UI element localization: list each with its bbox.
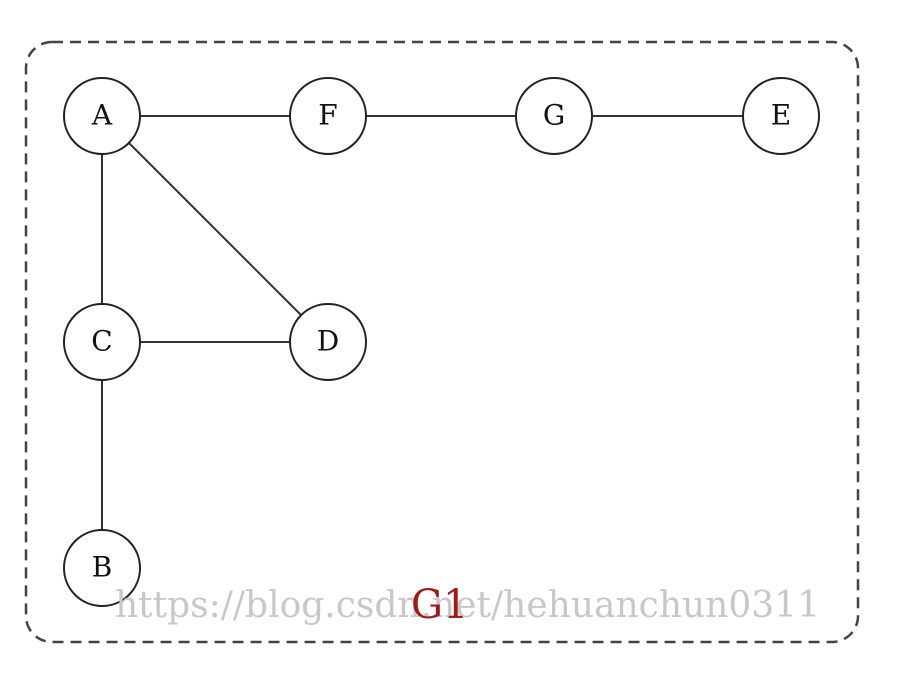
node-label: A bbox=[91, 99, 113, 132]
node-g: G bbox=[515, 77, 593, 155]
node-label: E bbox=[771, 99, 791, 132]
node-a: A bbox=[63, 77, 141, 155]
node-d: D bbox=[289, 303, 367, 381]
nodes-layer: A F G E C D B bbox=[63, 77, 820, 607]
node-label: B bbox=[92, 551, 113, 584]
node-e: E bbox=[742, 77, 820, 155]
node-b: B bbox=[63, 529, 141, 607]
node-circle bbox=[289, 77, 367, 155]
node-circle bbox=[742, 77, 820, 155]
edge-a-d bbox=[128, 142, 302, 316]
node-circle bbox=[515, 77, 593, 155]
node-f: F bbox=[289, 77, 367, 155]
node-circle bbox=[289, 303, 367, 381]
node-circle bbox=[63, 529, 141, 607]
node-c: C bbox=[63, 303, 141, 381]
node-circle bbox=[63, 77, 141, 155]
node-label: C bbox=[91, 325, 112, 358]
graph-name-label: G1 bbox=[411, 582, 468, 628]
node-label: G bbox=[543, 99, 565, 132]
node-circle bbox=[63, 303, 141, 381]
graph-boundary bbox=[24, 40, 860, 644]
watermark-text: https://blog.csdn.net/hehuanchun0311 bbox=[115, 585, 820, 626]
node-label: F bbox=[318, 99, 337, 132]
node-label: D bbox=[317, 325, 339, 358]
edges-layer bbox=[101, 115, 743, 530]
